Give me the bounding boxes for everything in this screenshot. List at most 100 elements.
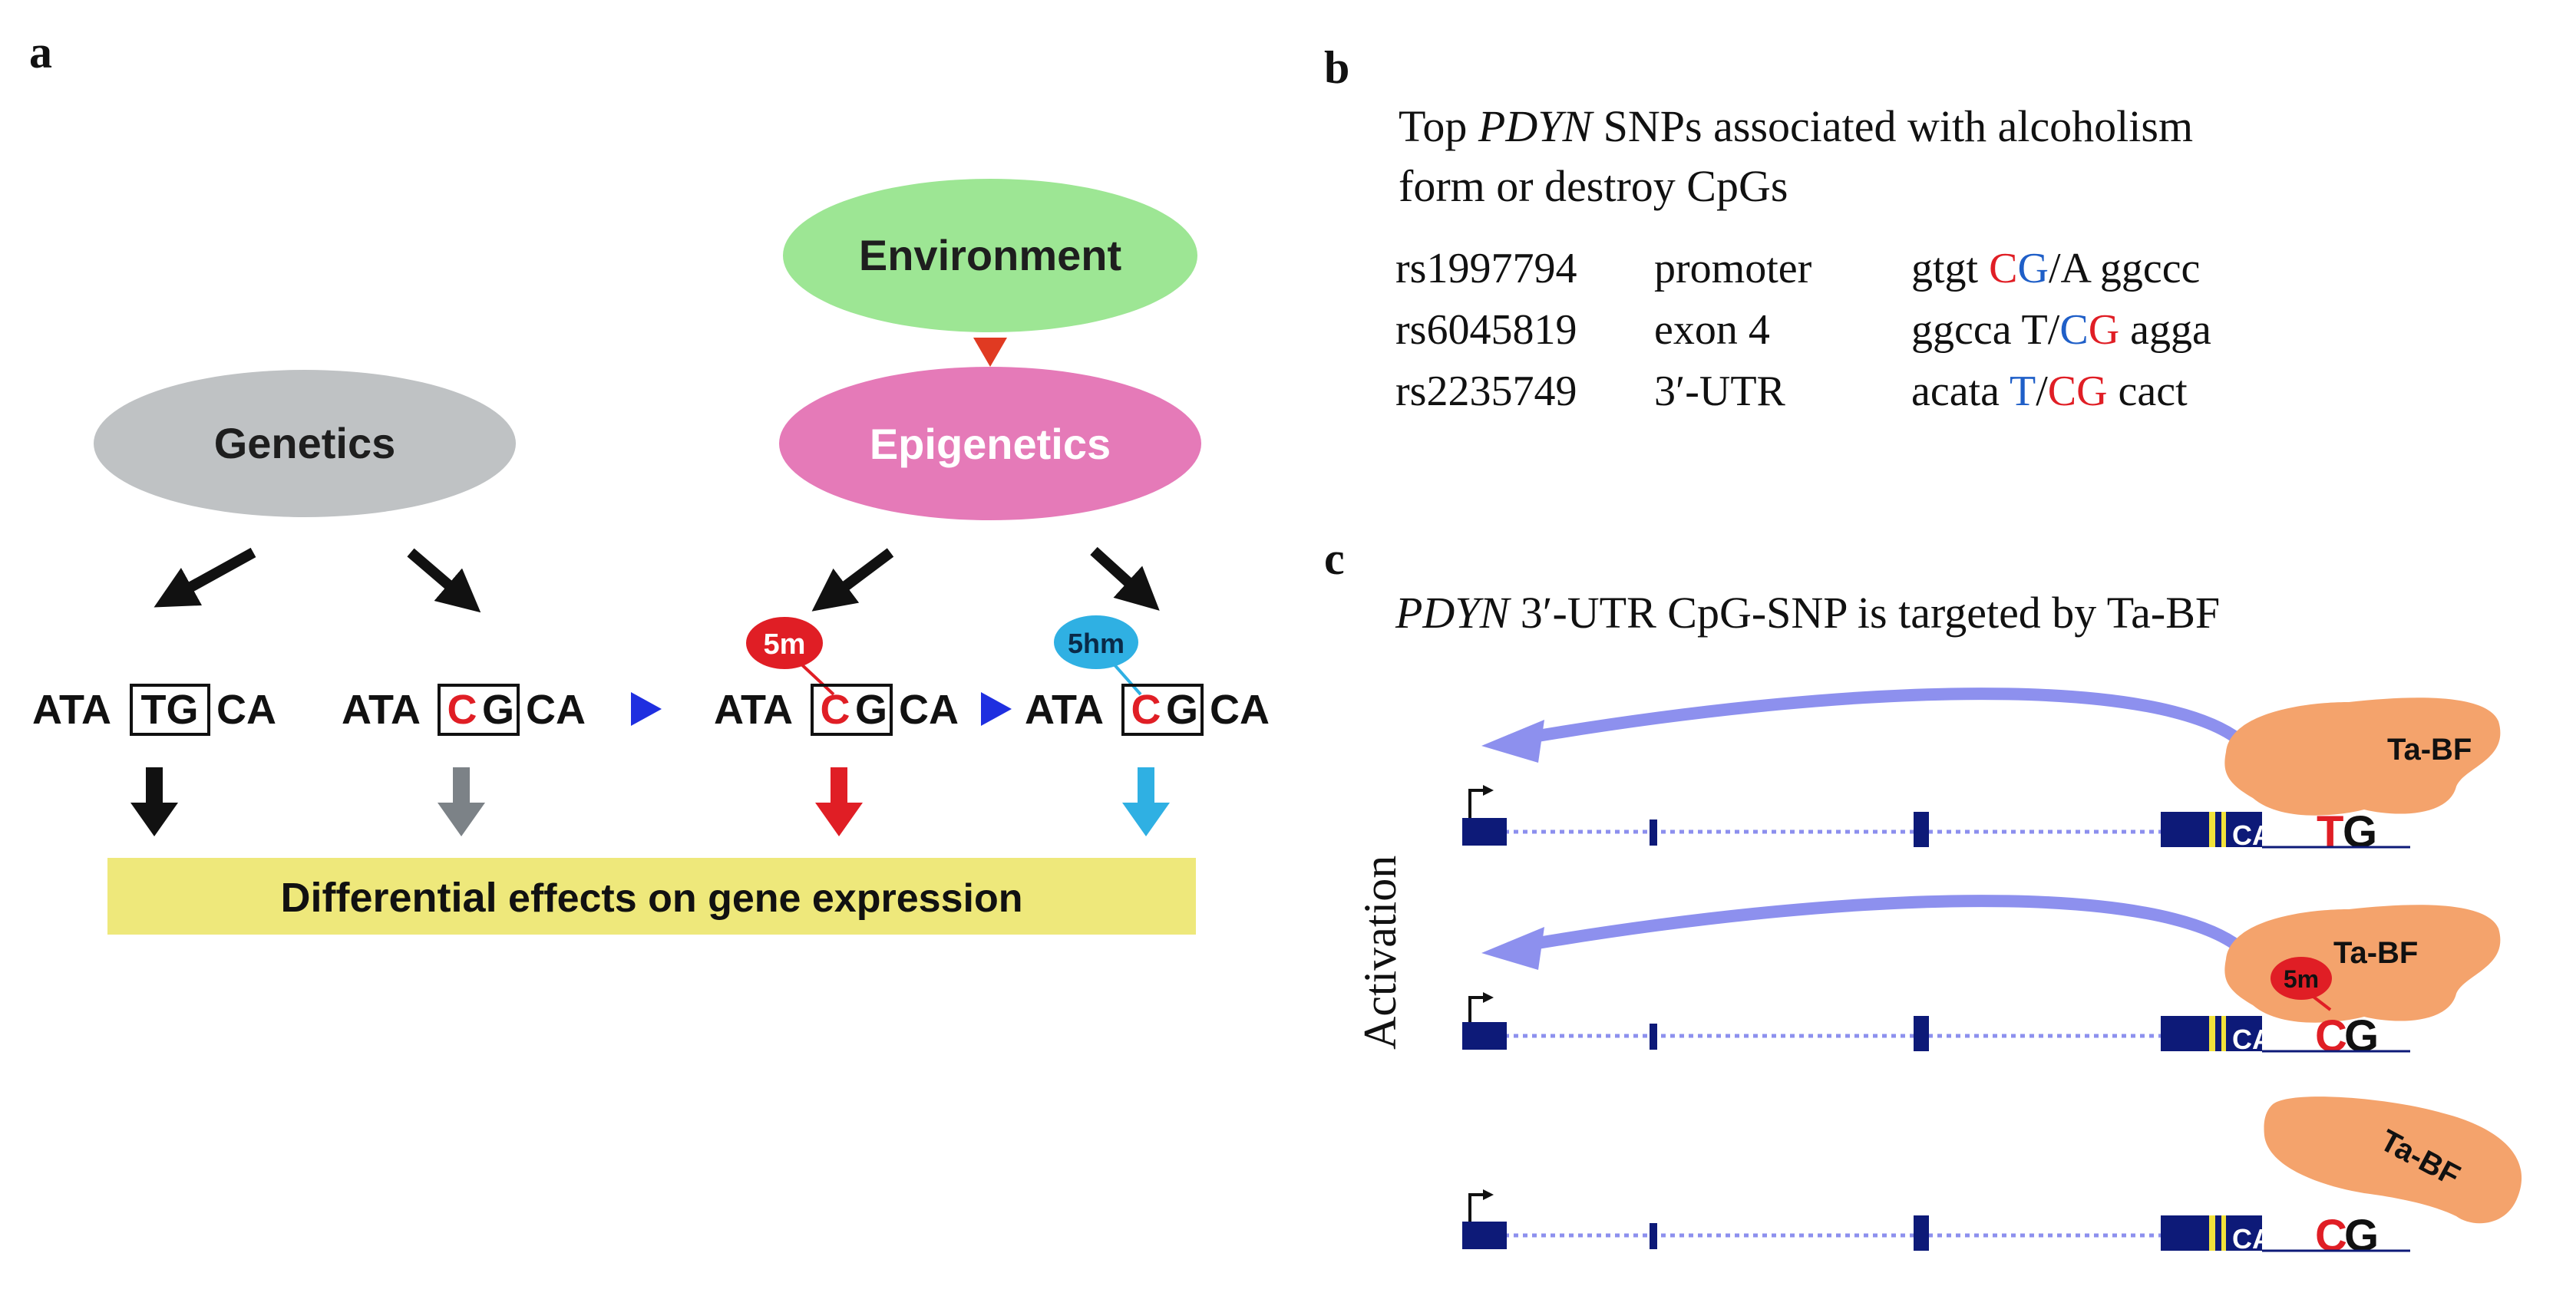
utr-stripe xyxy=(2221,1016,2226,1051)
panel-a-label: a xyxy=(29,27,52,77)
snp-id: rs2235749 xyxy=(1395,368,1577,415)
tss-arrow xyxy=(1468,789,1485,821)
panel-b: b Top PDYN SNPs associated with alcoholi… xyxy=(1324,42,2211,415)
seq1-left: ATA xyxy=(32,687,111,733)
snp-region: 3′-UTR xyxy=(1654,368,1786,415)
mark-5hm-stem xyxy=(1110,660,1142,696)
arrow-epigenetics-right xyxy=(1090,546,1160,611)
snp-second: G xyxy=(2344,1011,2379,1061)
gene-row-3: Ta-BF CATA C G xyxy=(1462,1096,2522,1261)
utr-seq-prefix: CATA xyxy=(2232,819,2305,851)
seq1-box xyxy=(130,684,210,736)
mark-5m-label: 5m xyxy=(2284,965,2319,993)
seq4-left: ATA xyxy=(1025,687,1104,733)
effects-bar xyxy=(107,858,1196,935)
activation-label: Activation xyxy=(1355,856,1405,1050)
ta-bf-blob-detached xyxy=(2264,1096,2522,1224)
gene-row-2: Ta-BF 5m CATA C G xyxy=(1462,895,2501,1061)
seq4-g: G xyxy=(1166,687,1198,733)
mark-5m-bubble xyxy=(2271,957,2332,1000)
snp-sequence: gtgt CG/A ggccc xyxy=(1911,245,2200,292)
panel-b-label: b xyxy=(1324,42,1349,93)
seq2-c: C xyxy=(447,687,477,733)
tss-arrow xyxy=(1468,1193,1485,1225)
seq2-left: ATA xyxy=(342,687,421,733)
down-arrow-blue xyxy=(1122,767,1170,836)
diagonal-arrows xyxy=(154,546,1160,613)
environment-label: Environment xyxy=(859,231,1121,279)
sequence-4: ATA C G CA xyxy=(1025,684,1270,736)
seq4-box xyxy=(1121,684,1204,736)
sequence-3: ATA C G CA xyxy=(714,684,959,736)
effects-rest: effects on gene expression xyxy=(497,876,1023,921)
utr-stripe xyxy=(2221,812,2226,847)
arrow-genetics-right xyxy=(407,548,481,613)
sequence-1: ATA TG CA xyxy=(32,684,276,736)
mark-5hm-bubble xyxy=(1054,615,1138,669)
epigenetics-ellipse xyxy=(779,367,1201,520)
tss-arrow xyxy=(1468,996,1485,1028)
seq3-box xyxy=(811,684,893,736)
snp-region: exon 4 xyxy=(1654,306,1770,354)
snp-second: G xyxy=(2343,807,2377,857)
environment-arrow xyxy=(973,338,1007,367)
activation-arc xyxy=(1504,895,2263,973)
snp-sequence: ggcca T/CG agga xyxy=(1911,306,2211,354)
ta-bf-blob xyxy=(2224,697,2501,816)
progress-triangle-2 xyxy=(981,692,1012,726)
mark-5m-label: 5m xyxy=(764,628,806,661)
genetics-label: Genetics xyxy=(214,419,396,467)
utr-seq-prefix: CATA xyxy=(2232,1024,2305,1055)
exon-1 xyxy=(1462,818,1507,846)
seq3-left: ATA xyxy=(714,687,793,733)
arrow-genetics-left xyxy=(154,547,256,608)
down-arrows xyxy=(130,767,1170,836)
effects-text: Differential effects on gene expression xyxy=(281,875,1023,921)
mark-5hm-label: 5hm xyxy=(1068,628,1125,659)
panel-b-title-line2: form or destroy CpGs xyxy=(1399,161,1788,211)
exon-2 xyxy=(1650,1223,1657,1249)
exon-2 xyxy=(1650,1024,1657,1050)
snp-id: rs6045819 xyxy=(1395,306,1577,354)
seq3-right: CA xyxy=(899,687,959,733)
seq3-g: G xyxy=(855,687,887,733)
seq1-box-text: TG xyxy=(141,687,199,733)
exon-1 xyxy=(1462,1222,1507,1249)
tss-arrow-head xyxy=(1483,1189,1494,1200)
activation-arc xyxy=(1504,688,2263,766)
effects-bold: Differential xyxy=(281,875,497,921)
utr-stripe xyxy=(2221,1215,2226,1251)
panel-c-label: c xyxy=(1324,533,1345,584)
snp-row-3: rs2235749 3′-UTR acata T/CG cact xyxy=(1395,368,2188,415)
ta-bf-label: Ta-BF xyxy=(2333,936,2418,970)
snp-variant: C xyxy=(2315,1211,2347,1261)
exon-1 xyxy=(1462,1022,1507,1050)
activation-arc-head xyxy=(1481,720,1544,763)
tss-arrow-head xyxy=(1483,785,1494,796)
utr-stripe xyxy=(2209,812,2215,847)
panel-c: c PDYN 3′-UTR CpG-SNP is targeted by Ta-… xyxy=(1324,533,2522,1261)
exon-3 xyxy=(1914,1016,1929,1051)
down-arrow-red xyxy=(815,767,863,836)
progress-triangle-1 xyxy=(631,692,662,726)
down-arrow-black xyxy=(130,767,178,836)
seq3-c: C xyxy=(821,687,850,733)
utr-seq-prefix: CATA xyxy=(2232,1223,2305,1255)
gene-row-1: Ta-BF CATA T G xyxy=(1462,688,2501,857)
utr-stripe xyxy=(2209,1016,2215,1051)
genetics-ellipse xyxy=(94,370,516,517)
panel-c-title: PDYN 3′-UTR CpG-SNP is targeted by Ta-BF xyxy=(1395,588,2220,638)
panel-b-title-line1: Top PDYN SNPs associated with alcoholism xyxy=(1399,101,2193,151)
mark-5m-stem xyxy=(797,660,835,696)
exon-3 xyxy=(1914,812,1929,847)
snp-variant: T xyxy=(2317,807,2343,857)
seq4-c: C xyxy=(1131,687,1161,733)
snp-row-2: rs6045819 exon 4 ggcca T/CG agga xyxy=(1395,306,2211,354)
seq2-right: CA xyxy=(526,687,586,733)
tss-arrow-head xyxy=(1483,992,1494,1003)
sequence-2: ATA C G CA xyxy=(342,684,586,736)
seq1-right: CA xyxy=(216,687,276,733)
snp-variant: C xyxy=(2315,1011,2347,1061)
utr-stripe xyxy=(2209,1215,2215,1251)
